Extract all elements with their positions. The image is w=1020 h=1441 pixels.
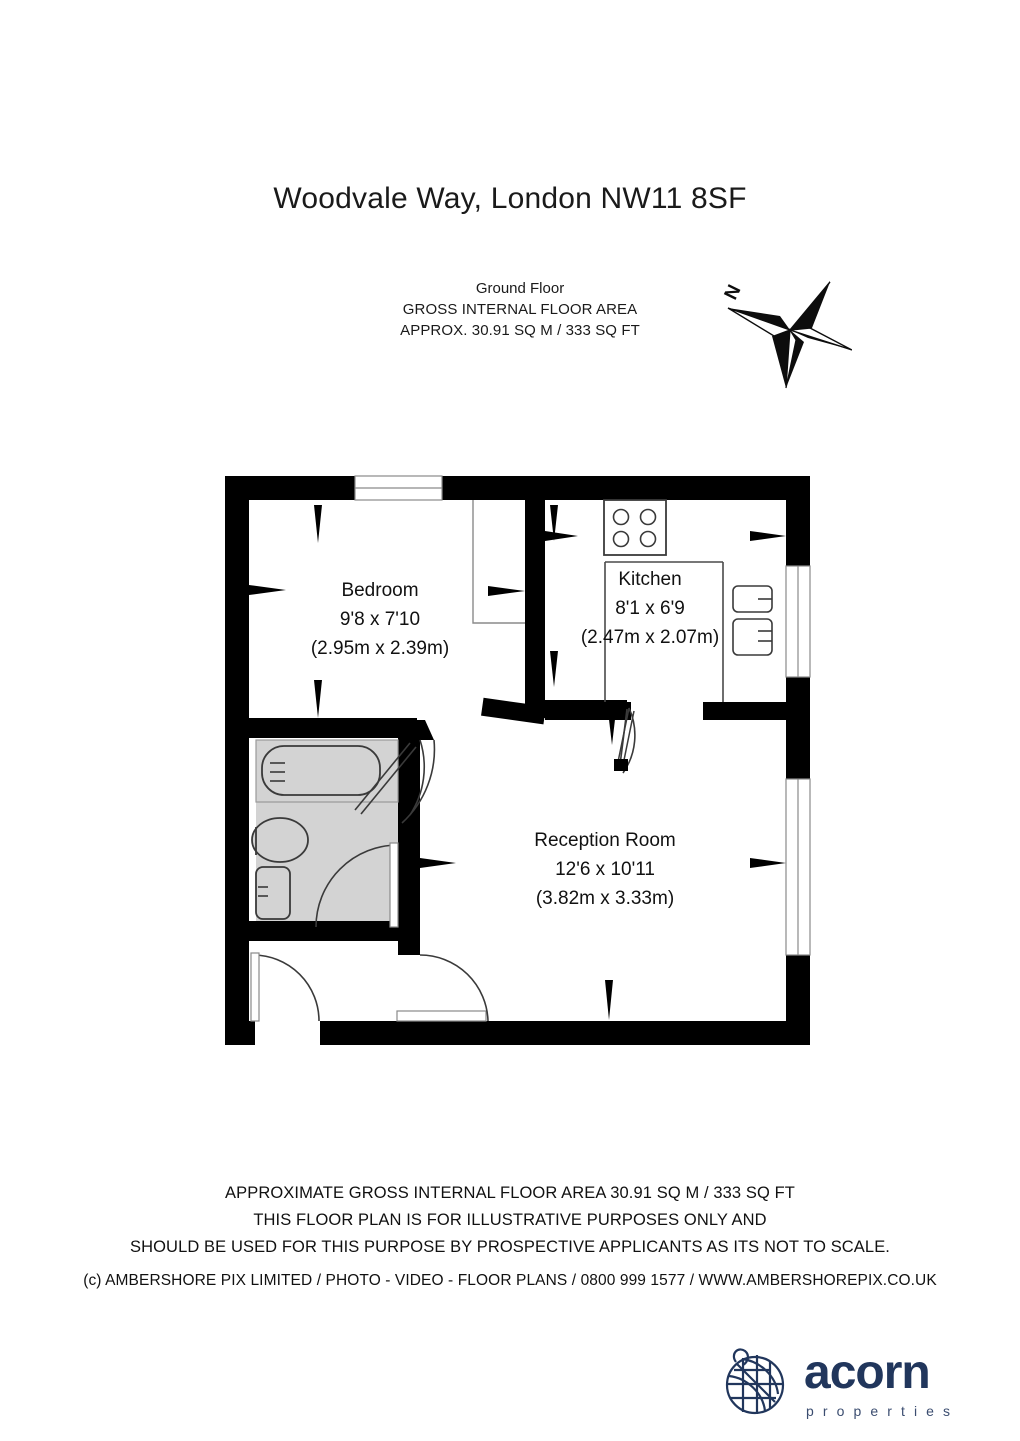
toilet-icon [251,817,309,863]
disclaimer-line-1: APPROXIMATE GROSS INTERNAL FLOOR AREA 30… [225,1184,795,1202]
gross-area-caption: GROSS INTERNAL FLOOR AREA [402,301,638,318]
room-name-reception: Reception Room [534,830,676,851]
kitchen-door [614,707,636,774]
door-swings [250,707,636,1022]
kitchen-fixtures [472,499,773,702]
entrance-door-left [250,952,320,1022]
washbasin-icon [255,866,291,920]
dimension-arrows [249,505,786,1020]
gross-area-value: APPROX. 30.91 SQ M / 333 SQ FT [400,322,640,339]
compass-star-icon: N [722,281,852,389]
floor-plan-drawing [225,475,811,1045]
disclaimer-text: APPROXIMATE GROSS INTERNAL FLOOR AREA 30… [0,1180,1020,1261]
brand-name: acorn [804,1346,930,1399]
acorn-properties-logo[interactable]: acorn p r o p e r t i e s [712,1338,982,1433]
windows [354,475,811,1022]
outer-walls [225,476,810,1045]
room-dims-metric-reception: (3.82m x 3.33m) [535,888,675,909]
floor-name: Ground Floor [475,280,565,297]
bedroom-door [354,739,436,824]
disclaimer-line-2: THIS FLOOR PLAN IS FOR ILLUSTRATIVE PURP… [253,1211,767,1229]
bathtub-icon [255,739,399,803]
room-label-kitchen: Kitchen 8'1 x 6'9 (2.47m x 2.07m) [505,565,795,652]
room-dims-metric-bedroom: (2.95m x 2.39m) [310,638,450,659]
sink-basin-icon-lower [732,618,773,656]
room-dims-imperial-reception: 12'6 x 10'11 [555,859,655,880]
page-title: Woodvale Way, London NW11 8SF [273,182,747,215]
room-label-reception: Reception Room 12'6 x 10'11 (3.82m x 3.3… [430,826,780,913]
cooker-hob-icon [603,499,667,556]
room-dims-imperial-kitchen: 8'1 x 6'9 [615,598,685,619]
bathroom-fixtures [251,739,399,928]
room-dims-metric-kitchen: (2.47m x 2.07m) [580,627,720,648]
window-right-upper [785,565,811,678]
room-name-kitchen: Kitchen [618,569,682,590]
acorn-globe-icon [725,1348,785,1415]
internal-walls [249,500,786,955]
brand-tagline: p r o p e r t i e s [806,1403,953,1419]
hall-door-middle [419,954,489,1022]
entrance-door-panel [396,1010,487,1022]
room-dims-imperial-bedroom: 9'8 x 7'10 [339,609,421,630]
sink-basin-icon-upper [732,585,773,613]
room-label-bedroom: Bedroom 9'8 x 7'10 (2.95m x 2.39m) [180,576,580,663]
disclaimer-line-3: SHOULD BE USED FOR THIS PURPOSE BY PROSP… [130,1238,890,1256]
floor-summary: Ground Floor GROSS INTERNAL FLOOR AREA A… [285,278,755,341]
window-right-lower [785,778,811,956]
window-top [354,475,443,501]
bathroom-door-swing [315,842,399,928]
copyright-text: (c) AMBERSHORE PIX LIMITED / PHOTO - VID… [83,1272,937,1289]
compass-north-label: N [722,282,746,304]
room-name-bedroom: Bedroom [341,580,419,601]
